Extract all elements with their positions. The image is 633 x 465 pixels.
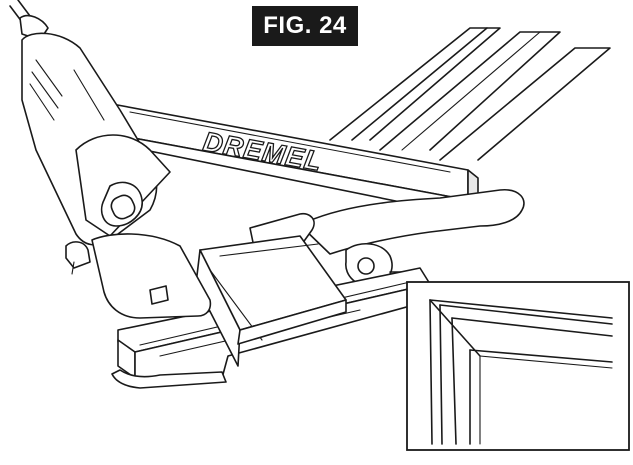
- speed-switch-icon: [110, 194, 136, 220]
- clamp-pivot-bolt: [357, 257, 375, 275]
- bench-rails: [329, 27, 611, 161]
- figure-label: FIG. 24: [252, 6, 358, 46]
- rotary-tool: [9, 0, 212, 319]
- miter-guide-base: [195, 235, 347, 367]
- inset-detail: [406, 281, 630, 451]
